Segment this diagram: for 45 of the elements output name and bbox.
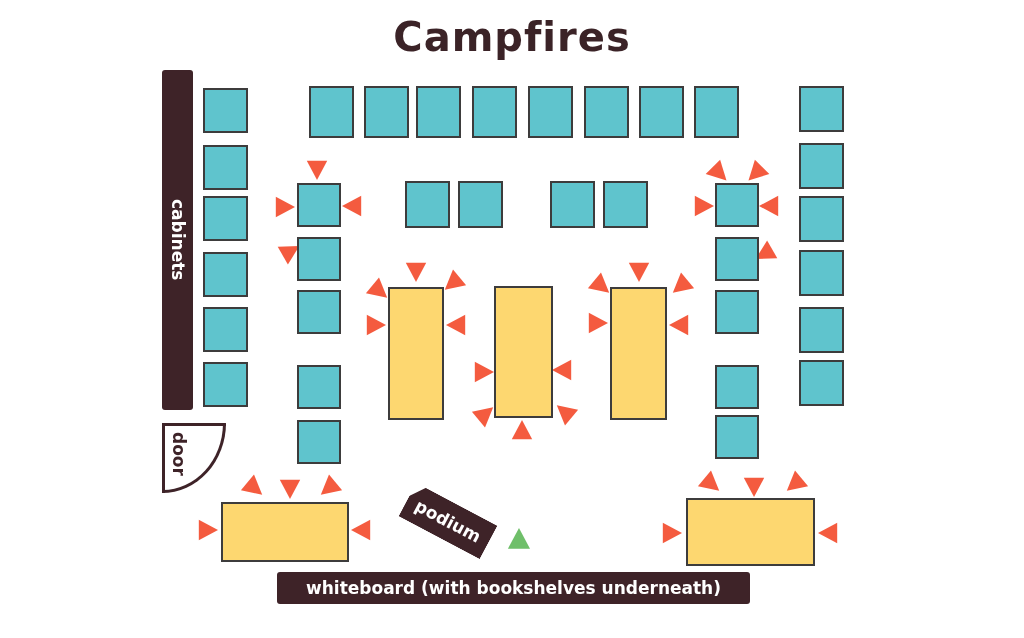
desk	[715, 415, 759, 459]
desk	[203, 362, 248, 407]
desk	[799, 250, 844, 296]
cabinets-bar	[162, 70, 193, 410]
desk	[297, 290, 341, 334]
desk	[416, 86, 461, 138]
desk	[297, 365, 341, 409]
desk	[297, 420, 341, 464]
desk	[472, 86, 517, 138]
desk	[458, 181, 503, 228]
desk	[203, 252, 248, 297]
table	[494, 286, 553, 418]
whiteboard-bar	[277, 572, 750, 604]
cabinets-label: cabinets	[167, 199, 188, 281]
desk	[297, 237, 341, 281]
table	[610, 287, 667, 420]
desk	[550, 181, 595, 228]
title: Campfires	[392, 14, 632, 60]
desk	[715, 237, 759, 281]
desk	[584, 86, 629, 138]
desk	[203, 88, 248, 133]
table	[388, 287, 444, 420]
desk	[715, 290, 759, 334]
desk	[799, 307, 844, 353]
table	[221, 502, 349, 562]
desk	[405, 181, 450, 228]
door-label: door	[169, 432, 189, 476]
desk	[203, 196, 248, 241]
desk	[364, 86, 409, 138]
desk	[528, 86, 573, 138]
desk	[799, 196, 844, 242]
desk	[694, 86, 739, 138]
whiteboard-label: whiteboard (with bookshelves underneath)	[306, 578, 721, 598]
desk	[603, 181, 648, 228]
desk	[297, 183, 341, 227]
desk	[203, 145, 248, 190]
desk	[799, 86, 844, 132]
desk	[715, 183, 759, 227]
desk	[639, 86, 684, 138]
desk	[203, 307, 248, 352]
desk	[799, 360, 844, 406]
desk	[309, 86, 354, 138]
desk	[799, 143, 844, 189]
table	[686, 498, 815, 566]
desk	[715, 365, 759, 409]
